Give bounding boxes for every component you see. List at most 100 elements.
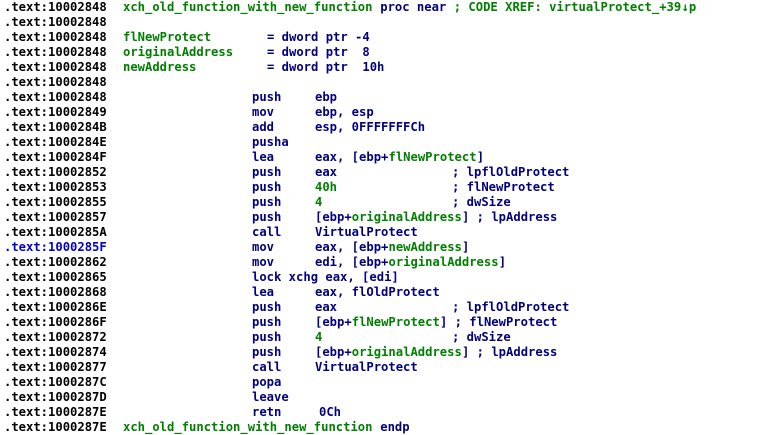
mnemonic: push [252, 300, 282, 314]
operand: eax [315, 300, 338, 314]
mnemonic: retn [252, 405, 282, 419]
code-line[interactable]: .text:10002848 [4, 75, 764, 90]
mnemonic: mov [252, 105, 275, 119]
operand: 4 [315, 195, 323, 209]
stack-variable-definition: = dword ptr 8 [267, 45, 370, 59]
address: .text:1000287C [4, 375, 107, 389]
operand: ] [498, 255, 507, 269]
address: .text:10002848 [4, 60, 107, 74]
mnemonic: push [252, 195, 282, 209]
comment: ; dwSize [452, 195, 511, 209]
api-call-target[interactable]: VirtualProtect [315, 360, 418, 374]
code-line[interactable]: .text:1000287E retn 0Ch [4, 405, 764, 420]
proc-name[interactable]: xch_old_function_with_new_function [123, 0, 373, 14]
api-call-target[interactable]: VirtualProtect [315, 225, 418, 239]
operand: [ebp+ [315, 210, 352, 224]
operand-symbol[interactable]: flNewProtect [351, 315, 440, 329]
address: .text:10002855 [4, 195, 107, 209]
address: .text:1000285F [4, 240, 107, 254]
mnemonic: call [252, 360, 282, 374]
mnemonic: push [252, 165, 282, 179]
stack-variable-name[interactable]: newAddress [123, 60, 197, 74]
address: .text:10002862 [4, 255, 107, 269]
proc-keyword: proc near [372, 0, 454, 14]
address: .text:1000287D [4, 390, 107, 404]
mnemonic: push [252, 210, 282, 224]
mnemonic: leave [252, 390, 289, 404]
address: .text:10002865 [4, 270, 107, 284]
proc-name[interactable]: xch_old_function_with_new_function [123, 420, 373, 434]
address: .text:10002852 [4, 165, 107, 179]
operand: ebp [315, 90, 338, 104]
address: .text:10002848 [4, 15, 107, 29]
operand: edi, [ebp+ [315, 255, 389, 269]
code-line[interactable]: .text:10002848 [4, 15, 764, 30]
operand: ] ; lpAddress [462, 210, 558, 224]
address: .text:1000284F [4, 150, 107, 164]
operand: ] ; flNewProtect [439, 315, 558, 329]
operand: 40h [315, 180, 338, 194]
code-line[interactable]: .text:10002848 newAddress = dword ptr 10h [4, 60, 764, 75]
stack-variable-name[interactable]: flNewProtect [123, 30, 212, 44]
endp-keyword: endp [372, 420, 410, 434]
operand: ] ; lpAddress [462, 345, 558, 359]
comment: ; lpflOldProtect [452, 300, 570, 314]
mnemonic: push [252, 315, 282, 329]
stack-variable-name[interactable]: originalAddress [123, 45, 234, 59]
address: .text:10002868 [4, 285, 107, 299]
operand: [ebp+ [315, 345, 352, 359]
mnemonic: push [252, 90, 282, 104]
operand-symbol[interactable]: flNewProtect [388, 150, 477, 164]
comment: ; dwSize [452, 330, 511, 344]
stack-variable-definition: = dword ptr 10h [267, 60, 385, 74]
xref-jump-arrow-icon[interactable]: ↓p [681, 0, 697, 14]
address: .text:10002857 [4, 210, 107, 224]
comment: ; lpflOldProtect [452, 165, 570, 179]
operand-symbol[interactable]: originalAddress [351, 345, 462, 359]
code-line[interactable]: .text:10002865 lock xchg eax, [edi] [4, 270, 764, 285]
address: .text:1000284B [4, 120, 107, 134]
mnemonic: push [252, 345, 282, 359]
code-line[interactable]: .text:1000287D leave [4, 390, 764, 405]
operand-symbol[interactable]: newAddress [388, 240, 462, 254]
code-line[interactable]: .text:10002872 push 4 ; dwSize [4, 330, 764, 345]
address: .text:1000287E [4, 405, 107, 419]
code-line[interactable]: .text:10002857 push [ebp+originalAddress] … [4, 210, 764, 225]
operand-symbol[interactable]: originalAddress [388, 255, 499, 269]
operand: 4 [315, 330, 323, 344]
operand: ] [476, 150, 485, 164]
mnemonic: lea [252, 285, 275, 299]
mnemonic: lock xchg eax, [edi] [252, 270, 399, 284]
mnemonic: add [252, 120, 275, 134]
mnemonic: push [252, 330, 282, 344]
operand: ebp, esp [315, 105, 374, 119]
code-xref-comment: ; CODE XREF: virtualProtect_+39 [453, 0, 682, 14]
mnemonic: push [252, 180, 282, 194]
address: .text:10002848 [4, 75, 107, 89]
address: .text:10002872 [4, 330, 107, 344]
code-line[interactable]: .text:10002855 push 4 ; dwSize [4, 195, 764, 210]
operand-symbol[interactable]: originalAddress [351, 210, 462, 224]
operand: 0Ch [319, 405, 342, 419]
